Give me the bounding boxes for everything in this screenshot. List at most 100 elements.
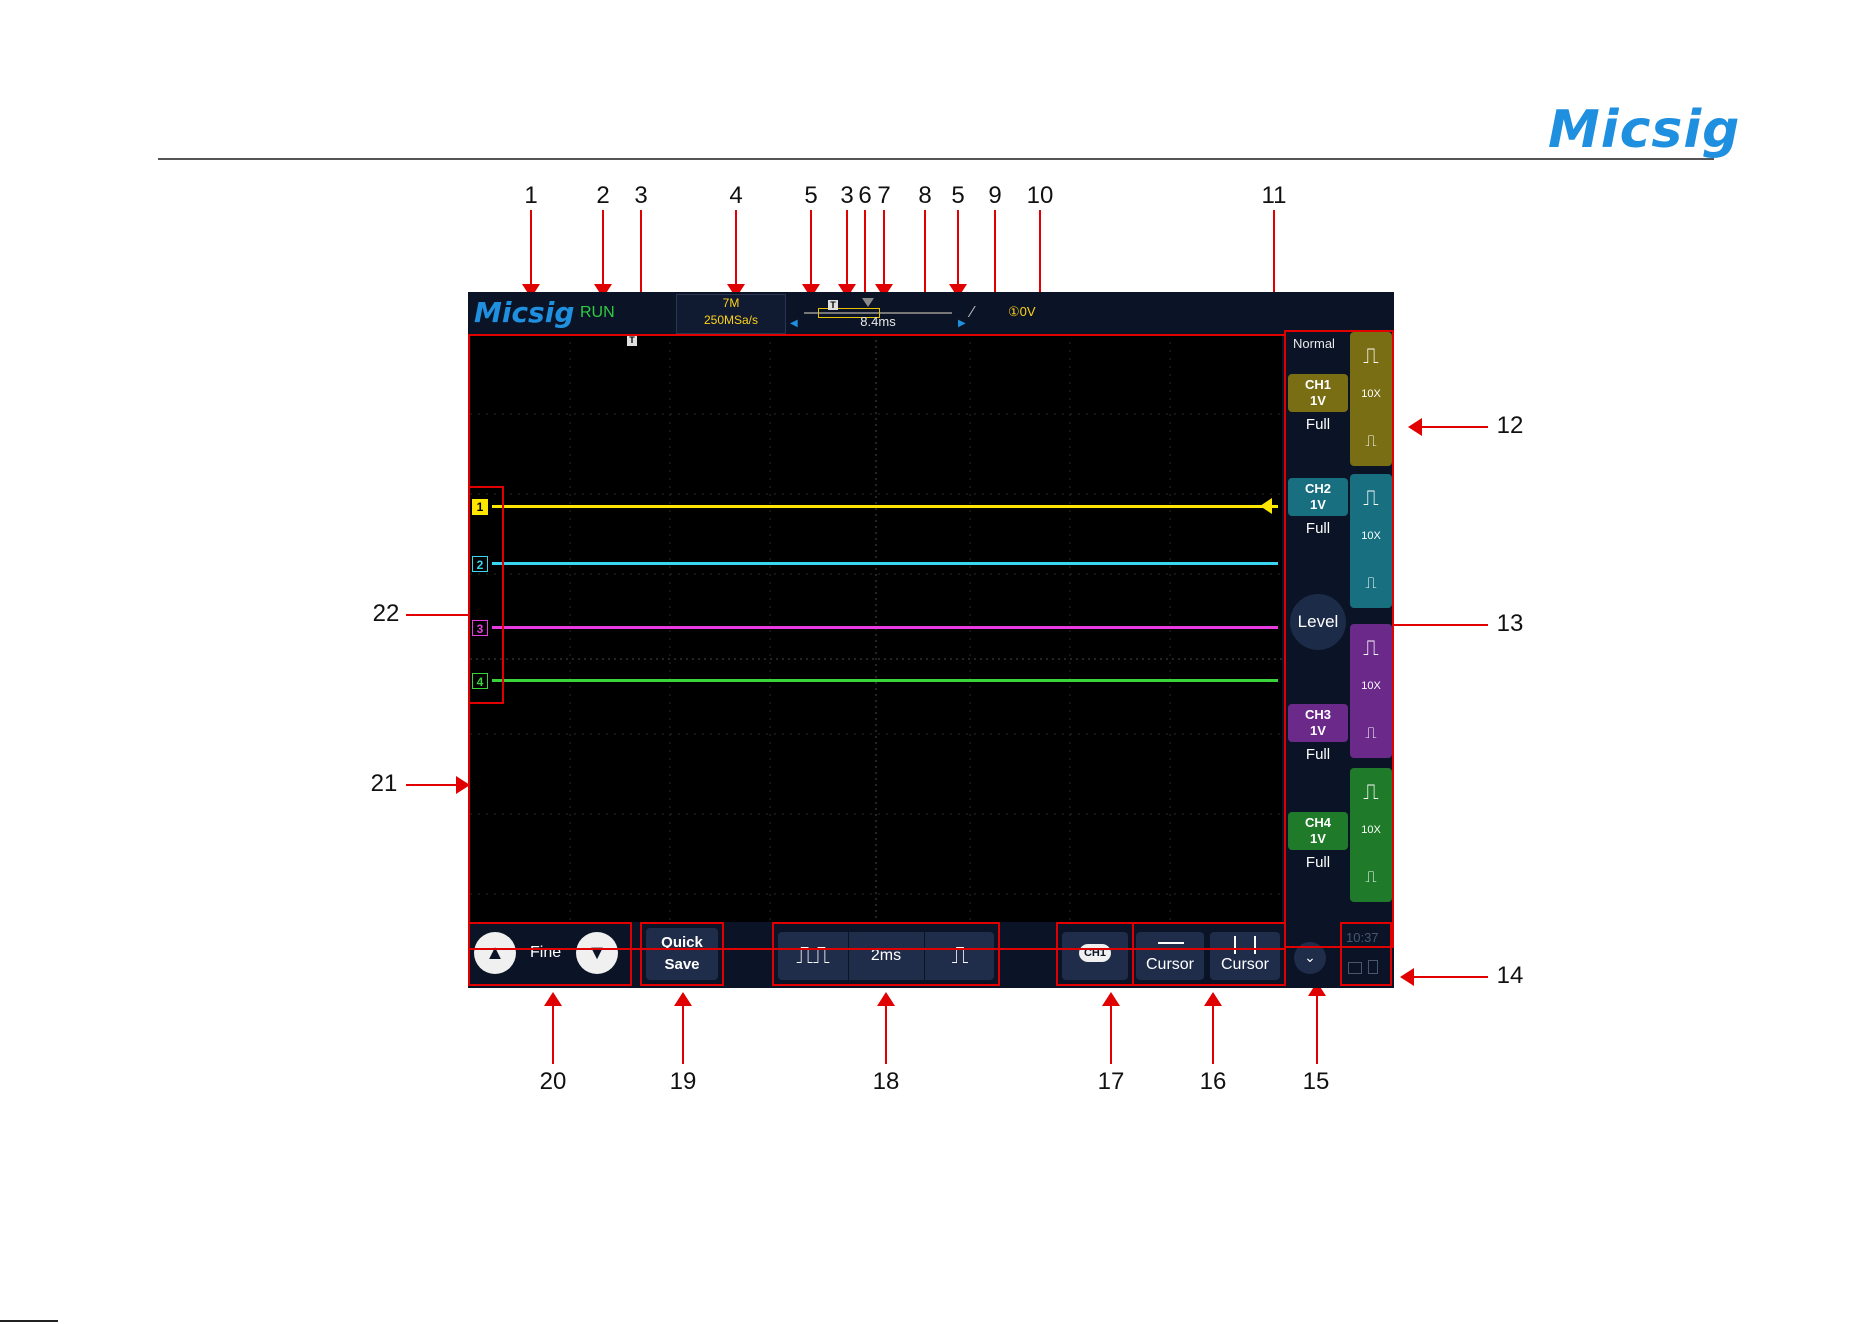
callout-18: 18 (866, 1068, 906, 1096)
memory-depth: 7M (677, 295, 785, 312)
callout-9: 9 (975, 182, 1015, 210)
ch1-label[interactable]: CH1 1V (1288, 374, 1348, 412)
timebase-overview[interactable]: T ◀ ▶ 8.4ms (798, 298, 958, 330)
callout-5b: 5 (938, 182, 978, 210)
callout-7: 7 (864, 182, 904, 210)
pulse-wide-icon[interactable]: ⎍ (1350, 628, 1392, 668)
ch3-label[interactable]: CH3 1V (1288, 704, 1348, 742)
horizontal-cursor-button[interactable]: Cursor (1136, 932, 1204, 980)
callout-arrow (846, 210, 848, 294)
callout-arrow (530, 210, 532, 294)
ch4-offset-marker[interactable]: 4 (472, 673, 488, 689)
ch2-label[interactable]: CH2 1V (1288, 478, 1348, 516)
fine-up-button[interactable]: ▲ (474, 932, 516, 974)
center-marker (862, 298, 874, 307)
pulse-wide-icon[interactable]: ⎍ (1350, 336, 1392, 376)
ch4-label[interactable]: CH4 1V (1288, 812, 1348, 850)
vertical-cursor-icon (1254, 936, 1256, 954)
callout-arrow (682, 996, 684, 1064)
callout-17: 17 (1091, 1068, 1131, 1096)
ch2-scale: 1V (1288, 497, 1348, 513)
level-knob[interactable]: Level (1290, 594, 1346, 650)
ch3-probe-panel[interactable]: ⎍ 10X ⎍ (1350, 624, 1392, 758)
horizontal-cursor-icon (1158, 942, 1184, 944)
ch2-offset-marker[interactable]: 2 (472, 556, 488, 572)
callout-13: 13 (1490, 610, 1530, 638)
acquisition-info[interactable]: 7M 250MSa/s (676, 294, 786, 334)
trigger-time-marker[interactable]: T (627, 334, 637, 346)
trigger-level-marker[interactable] (1260, 498, 1272, 514)
vertical-cursor-button[interactable]: Cursor (1210, 932, 1280, 980)
callout-10: 10 (1020, 182, 1060, 210)
scroll-right-icon[interactable]: ▶ (958, 318, 966, 329)
callout-20: 20 (533, 1068, 573, 1096)
ch4-bandwidth: Full (1288, 854, 1348, 871)
callout-3: 3 (621, 182, 661, 210)
ch3-bandwidth: Full (1288, 746, 1348, 763)
horizontal-cursor-label: Cursor (1136, 956, 1204, 974)
graticule (470, 334, 1282, 984)
horizontal-position: 8.4ms (798, 314, 958, 329)
ch4-trace (492, 679, 1278, 682)
expand-menu-icon[interactable]: ⌄ (1294, 942, 1326, 974)
ch3-probe-ratio: 10X (1350, 680, 1392, 692)
callout-arrow (552, 996, 554, 1064)
trigger-level[interactable]: ①0V (1008, 304, 1036, 320)
bottom-toolbar: ▲ Fine ▼ Quick Save ⎍⎍ 2ms ⎍ CH1 Cursor … (468, 922, 1394, 988)
fine-label[interactable]: Fine (530, 944, 561, 962)
trigger-mode[interactable]: Normal (1286, 336, 1342, 351)
callout-19: 19 (663, 1068, 703, 1096)
clock: 10:37 (1346, 930, 1379, 945)
pulse-wide-icon[interactable]: ⎍ (1350, 478, 1392, 518)
callout-15: 15 (1296, 1068, 1336, 1096)
pulse-wide-icon[interactable]: ⎍ (1350, 772, 1392, 812)
rising-edge-icon[interactable]: ∕ (971, 304, 974, 322)
device-logo: Micsig (474, 296, 574, 329)
scroll-left-icon[interactable]: ◀ (790, 318, 798, 329)
callout-11: 11 (1254, 182, 1294, 210)
callout-arrow (1404, 976, 1488, 978)
ch1-offset-marker[interactable]: 1 (472, 499, 488, 515)
waveform-display[interactable]: T 1 2 3 4 (470, 334, 1282, 984)
ch3-offset-marker[interactable]: 3 (472, 620, 488, 636)
callout-arrow (406, 784, 466, 786)
ch2-probe-panel[interactable]: ⎍ 10X ⎍ (1350, 474, 1392, 608)
header-rule (158, 158, 1714, 160)
pulse-narrow-icon[interactable]: ⎍ (1350, 714, 1392, 754)
callout-1: 1 (511, 182, 551, 210)
callout-arrow (1110, 996, 1112, 1064)
quick-save-button[interactable]: Quick Save (646, 928, 718, 980)
callout-22: 22 (366, 600, 406, 628)
trigger-position-marker[interactable]: T (828, 300, 838, 310)
pulse-narrow-icon[interactable]: ⎍ (1350, 564, 1392, 604)
ch2-bandwidth: Full (1288, 520, 1348, 537)
vertical-cursor-label: Cursor (1210, 956, 1280, 974)
ch2-probe-ratio: 10X (1350, 530, 1392, 542)
channel-select-button[interactable]: CH1 (1062, 932, 1128, 980)
ch2-name: CH2 (1288, 481, 1348, 497)
callout-arrow (924, 210, 926, 302)
pulse-narrow-icon[interactable]: ⎍ (1350, 858, 1392, 898)
ch3-scale: 1V (1288, 723, 1348, 739)
ch1-probe-panel[interactable]: ⎍ 10X ⎍ (1350, 332, 1392, 466)
ch4-name: CH4 (1288, 815, 1348, 831)
run-stop-status[interactable]: RUN (580, 304, 615, 322)
battery-icon (1368, 960, 1378, 974)
vertical-cursor-icon (1234, 936, 1236, 954)
footer-rule (0, 1320, 58, 1322)
pulse-narrow-icon[interactable]: ⎍ (1350, 422, 1392, 462)
channel-panel: Normal ⎍ 10X ⎍ CH1 1V Full ⎍ 10X ⎍ CH2 1… (1286, 332, 1394, 946)
ch3-name: CH3 (1288, 707, 1348, 723)
callout-arrow (810, 210, 812, 294)
callout-arrow (1212, 996, 1214, 1064)
timebase-increase-icon[interactable]: ⎍ (924, 932, 995, 980)
ch4-probe-panel[interactable]: ⎍ 10X ⎍ (1350, 768, 1392, 902)
quick-save-line2: Save (646, 954, 718, 976)
callout-arrow (735, 210, 737, 294)
oscilloscope-screen: Micsig RUN 7M 250MSa/s T ◀ ▶ 8.4ms ∕ ①0V (468, 292, 1394, 988)
ch1-bandwidth: Full (1288, 416, 1348, 433)
fine-down-button[interactable]: ▼ (576, 932, 618, 974)
time-scale: 2ms (850, 932, 922, 980)
callout-arrow (885, 996, 887, 1064)
timebase-decrease-icon[interactable]: ⎍⎍ (778, 932, 849, 980)
